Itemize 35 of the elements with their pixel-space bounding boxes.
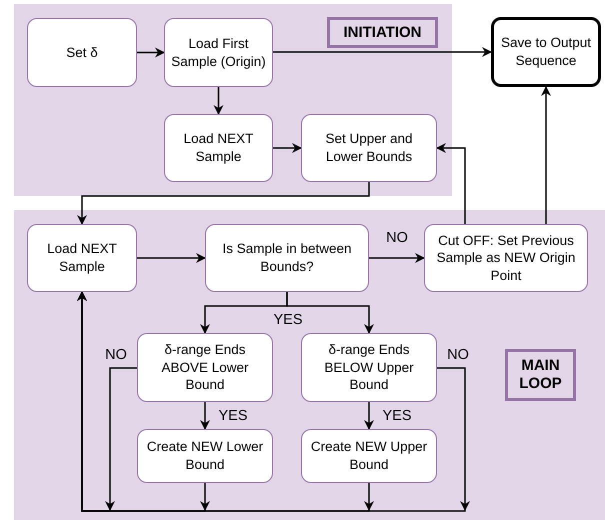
- process-box: Set δ: [27, 18, 137, 87]
- process-box: Cut OFF: Set Previous Sample as NEW Origin Point: [424, 224, 588, 292]
- process-box: Load NEXT Sample: [27, 224, 137, 292]
- process-box: Load First Sample (Origin): [164, 18, 273, 87]
- section-band: [14, 210, 605, 520]
- arrow: [214, 87, 224, 115]
- arrow: [436, 143, 466, 224]
- edge-label: YES: [272, 312, 304, 328]
- arrow: [137, 48, 165, 58]
- process-box: Set Upper and Lower Bounds: [301, 114, 437, 182]
- process-box: Is Sample in between Bounds?: [205, 224, 369, 292]
- process-box: Load NEXT Sample: [164, 114, 273, 182]
- section-band: [14, 4, 452, 196]
- arrow: [137, 253, 206, 263]
- arrow: [77, 291, 370, 512]
- arrow: [200, 402, 210, 430]
- section-title: INITIATION: [327, 17, 438, 48]
- terminal-box: Save to Output Sequence: [491, 17, 601, 87]
- arrow: [541, 86, 551, 224]
- process-box: Create NEW Lower Bound: [137, 429, 273, 483]
- section-title: MAIN LOOP: [505, 349, 576, 401]
- arrow: [77, 182, 370, 225]
- arrow: [286, 292, 374, 334]
- process-box: Create NEW Upper Bound: [301, 429, 437, 483]
- process-box: δ-range Ends BELOW Upper Bound: [301, 333, 437, 402]
- process-box: δ-range Ends ABOVE Lower Bound: [137, 333, 273, 402]
- arrow: [369, 253, 425, 263]
- arrow: [273, 143, 302, 153]
- arrow: [273, 47, 492, 57]
- edge-label: YES: [382, 408, 412, 424]
- edge-label: NO: [446, 348, 470, 362]
- edge-label: YES: [218, 408, 248, 424]
- edge-label: NO: [104, 348, 128, 362]
- arrow: [364, 402, 374, 430]
- edge-label: NO: [385, 230, 409, 246]
